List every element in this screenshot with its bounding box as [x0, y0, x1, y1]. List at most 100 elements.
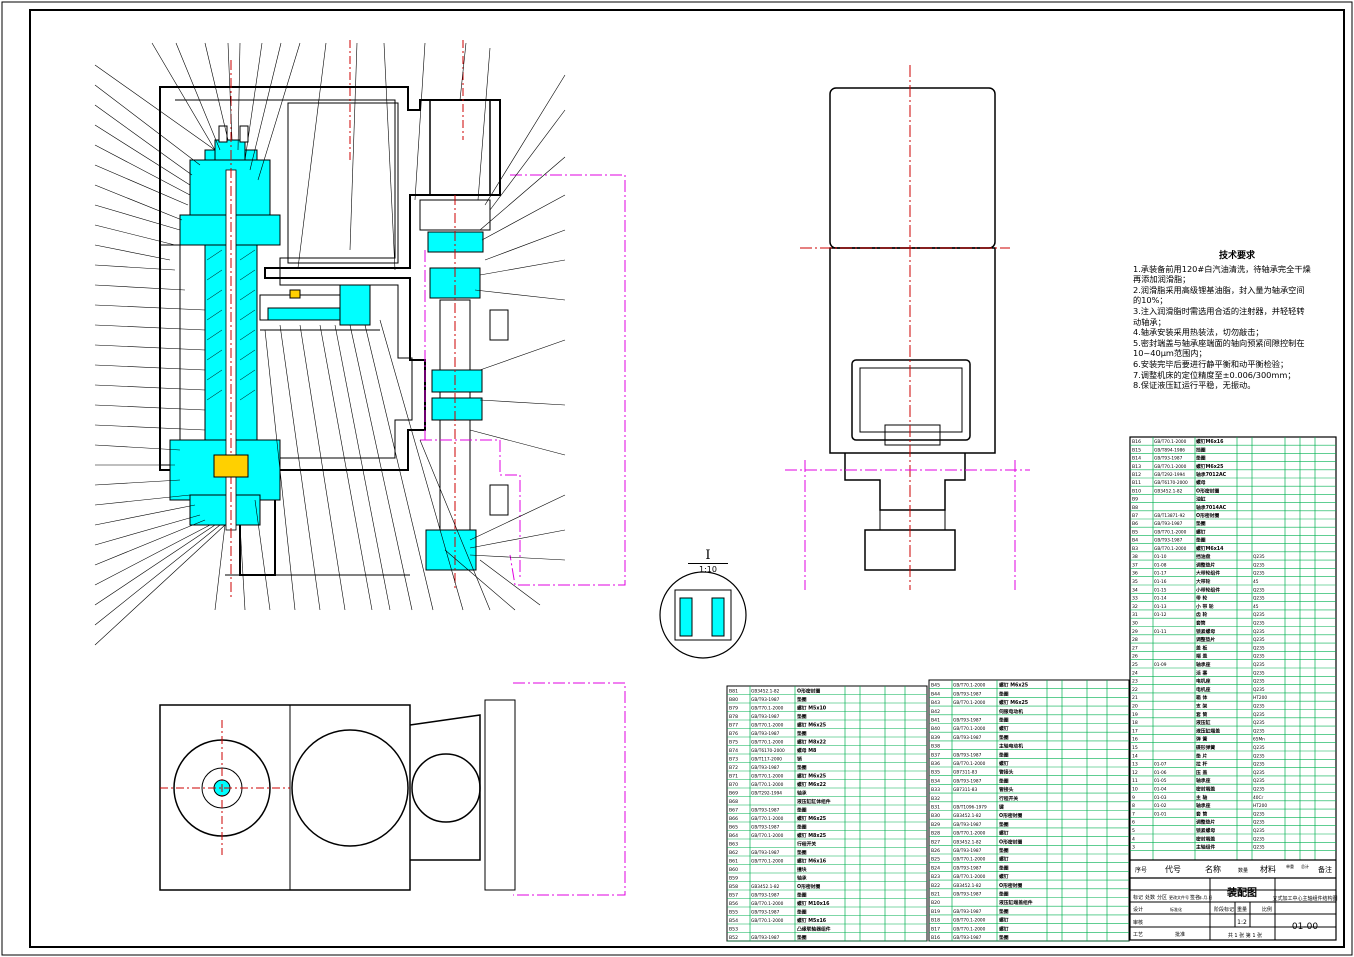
bom-seq: B69: [729, 791, 738, 797]
bom-code: 01-07: [1154, 762, 1167, 768]
bom-name: 主轴组件: [1196, 844, 1215, 851]
bom-seq: B29: [931, 822, 940, 828]
tech-line: 5.密封端盖与轴承座端面的轴向预紧间隙控制在: [1133, 337, 1305, 348]
bom-code: GB/T292-1994: [1154, 472, 1185, 478]
bom-material: Q235: [1253, 704, 1265, 710]
bom-seq: 4: [1132, 836, 1135, 842]
bom-material: Q235: [1253, 770, 1265, 776]
bom-code: 01-02: [1154, 803, 1167, 809]
bom-seq: B81: [729, 689, 738, 695]
tb-review: 审核: [1133, 919, 1143, 926]
bom-code: GB/T93-1987: [751, 765, 780, 771]
bom-code: GB7311-83: [953, 770, 977, 776]
bom-seq: 15: [1132, 745, 1138, 751]
tb-design: 设计: [1133, 906, 1143, 913]
bom-name: 液压缸缸体组件: [797, 798, 831, 805]
bom-material: Q235: [1253, 571, 1265, 577]
bom-seq: B63: [729, 842, 738, 848]
bom-name: 调整垫片: [1196, 819, 1215, 826]
bom-code: GB/T70.1-2000: [1154, 439, 1187, 445]
bom-name: O形密封圈: [999, 812, 1022, 819]
bom-name: 垫圈: [797, 934, 807, 941]
bom-material: Q235: [1253, 654, 1265, 660]
bom-name: 行程开关: [998, 795, 1018, 802]
bom-name: 垫圈: [999, 891, 1009, 898]
bom-material: Q235: [1253, 745, 1265, 751]
bom-code: GB/T93-1987: [953, 718, 982, 724]
bom-material: Q235: [1253, 679, 1265, 685]
bom-code: GB/T70.1-2000: [751, 706, 784, 712]
bom-seq: 24: [1132, 670, 1138, 676]
bom-code: GB/T93-1987: [751, 825, 780, 831]
bom-material: Q235: [1253, 820, 1265, 826]
bom-name: 螺钉: [999, 917, 1009, 924]
bom-hdr-seq: 序号: [1135, 866, 1147, 874]
title-drawing-number: 01-00: [1292, 922, 1318, 932]
bom-seq: B16: [1132, 439, 1141, 445]
bom-material: Q235: [1253, 728, 1265, 734]
bom-seq: 26: [1132, 654, 1138, 660]
bom-name: 活 塞: [1196, 669, 1207, 676]
bom-code: GB/T93-1987: [751, 697, 780, 703]
bom-seq: B33: [931, 787, 940, 793]
bom-seq: 21: [1132, 695, 1138, 701]
bom-hdr-note: 备注: [1318, 865, 1332, 874]
tech-line: 4.轴承安装采用热装法，切勿敲击；: [1133, 327, 1264, 338]
bom-code: GB/T70.1-2000: [1154, 529, 1187, 535]
bom-code: GB3452.1-82: [751, 689, 780, 695]
tb-std: 标准化: [1170, 906, 1182, 912]
bom-seq: B10: [1132, 488, 1141, 494]
bom-name: 螺钉 M8x25: [797, 832, 826, 839]
detail-label: I 1:10: [688, 548, 728, 574]
tech-line: 10~40μm范围内；: [1133, 348, 1207, 359]
bom-code: GB/T70.1-2000: [953, 874, 986, 880]
bom-seq: B5: [1132, 529, 1138, 535]
tech-line: 2.润滑脂采用高级锂基油脂，封入量为轴承空间: [1133, 284, 1305, 295]
bom-name: 垫圈: [999, 908, 1009, 915]
bom-code: GB/T93-1987: [751, 731, 780, 737]
detail-scale: 1:10: [688, 563, 728, 574]
bom-code: 01-13: [1154, 604, 1167, 610]
bom-seq: B54: [729, 918, 738, 924]
tb-zone: 分区: [1157, 894, 1167, 901]
tech-line: 再添加润滑脂；: [1133, 274, 1191, 285]
bom-name: 垫 片: [1196, 752, 1207, 759]
bom-seq: B64: [729, 833, 738, 839]
bom-name: 撞块: [797, 866, 807, 873]
bom-seq: B72: [729, 765, 738, 771]
bom-seq: B37: [931, 752, 940, 758]
detail-view-i: [659, 571, 747, 659]
bom-name: 螺钉 M6x16: [797, 858, 827, 865]
bom-seq: 16: [1132, 737, 1138, 743]
bom-seq: B80: [729, 697, 738, 703]
bom-code: GB/T70.1-2000: [751, 782, 784, 788]
bom-seq: 34: [1132, 587, 1138, 593]
bom-name: 垫圈: [999, 734, 1009, 741]
bom-code: 01-16: [1154, 579, 1167, 585]
bom-seq: B3: [1132, 546, 1138, 552]
bom-name: 螺钉M6x16: [1196, 438, 1224, 445]
bom-code: GB/T93-1987: [751, 910, 780, 916]
bom-seq: 19: [1132, 712, 1138, 718]
tb-approve: 批准: [1175, 931, 1185, 938]
bom-name: 螺钉: [1196, 528, 1206, 535]
bom-name: 螺钉 M6x25: [999, 682, 1028, 689]
bom-name: 管接头: [999, 769, 1014, 776]
